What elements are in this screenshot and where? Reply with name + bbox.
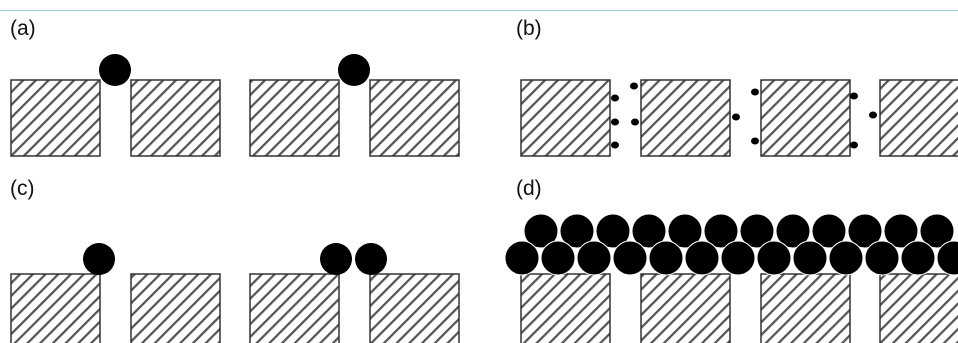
membrane-block [130,273,221,343]
small-particle [751,88,759,96]
cake-particle [523,213,559,249]
panel-d [504,213,958,343]
cake-particle [595,213,631,249]
panel-label-d: (d) [516,177,542,200]
cake-particle [576,240,612,276]
cake-particle [828,240,864,276]
panel-label-b: (b) [516,17,542,40]
small-particle [611,141,619,149]
small-particle [732,113,740,121]
membrane-block [10,79,101,157]
particle [355,243,387,275]
cake-particle [883,213,919,249]
membrane-block [369,79,460,157]
cake-particle [811,213,847,249]
membrane-block [640,79,731,157]
membrane-block [760,79,851,157]
cake-particle [540,240,576,276]
panel-b [520,79,958,157]
membrane-block [879,79,958,157]
membrane-block [130,79,221,157]
particle [338,54,370,86]
cake-particle [631,213,667,249]
panel-label-c: (c) [10,177,35,200]
membrane-block [249,79,340,157]
cake-particle [792,240,828,276]
small-particle [751,137,759,145]
panel-label-a: (a) [10,17,36,40]
cake-particle [847,213,883,249]
small-particle [631,118,639,126]
cake-particle [703,213,739,249]
small-particle [850,141,858,149]
particle [83,243,115,275]
membrane-block [520,273,611,343]
cake-particle [864,240,900,276]
cake-particle [756,240,792,276]
membrane-block [640,273,731,343]
membrane-block [879,273,958,343]
small-particle [611,94,619,102]
cake-particle [739,213,775,249]
particle [99,54,131,86]
membrane-block [369,273,460,343]
cake-particle [684,240,720,276]
small-particle [630,82,638,90]
cake-particle [919,213,955,249]
cake-particle [559,213,595,249]
cake-particle [648,240,684,276]
cake-particle [667,213,703,249]
cake-particle [775,213,811,249]
cake-particle [936,240,958,276]
top-rule [0,10,958,11]
membrane-block [249,273,340,343]
cake-particle [504,240,540,276]
panel-a [10,54,460,157]
cake-particle [900,240,936,276]
small-particle [611,118,619,126]
cake-particle [720,240,756,276]
membrane-block [520,79,611,157]
small-particle [869,111,877,119]
particle [320,243,352,275]
membrane-block [10,273,101,343]
panel-c [10,243,460,343]
cake-particle [612,240,648,276]
small-particle [850,92,858,100]
membrane-block [760,273,851,343]
